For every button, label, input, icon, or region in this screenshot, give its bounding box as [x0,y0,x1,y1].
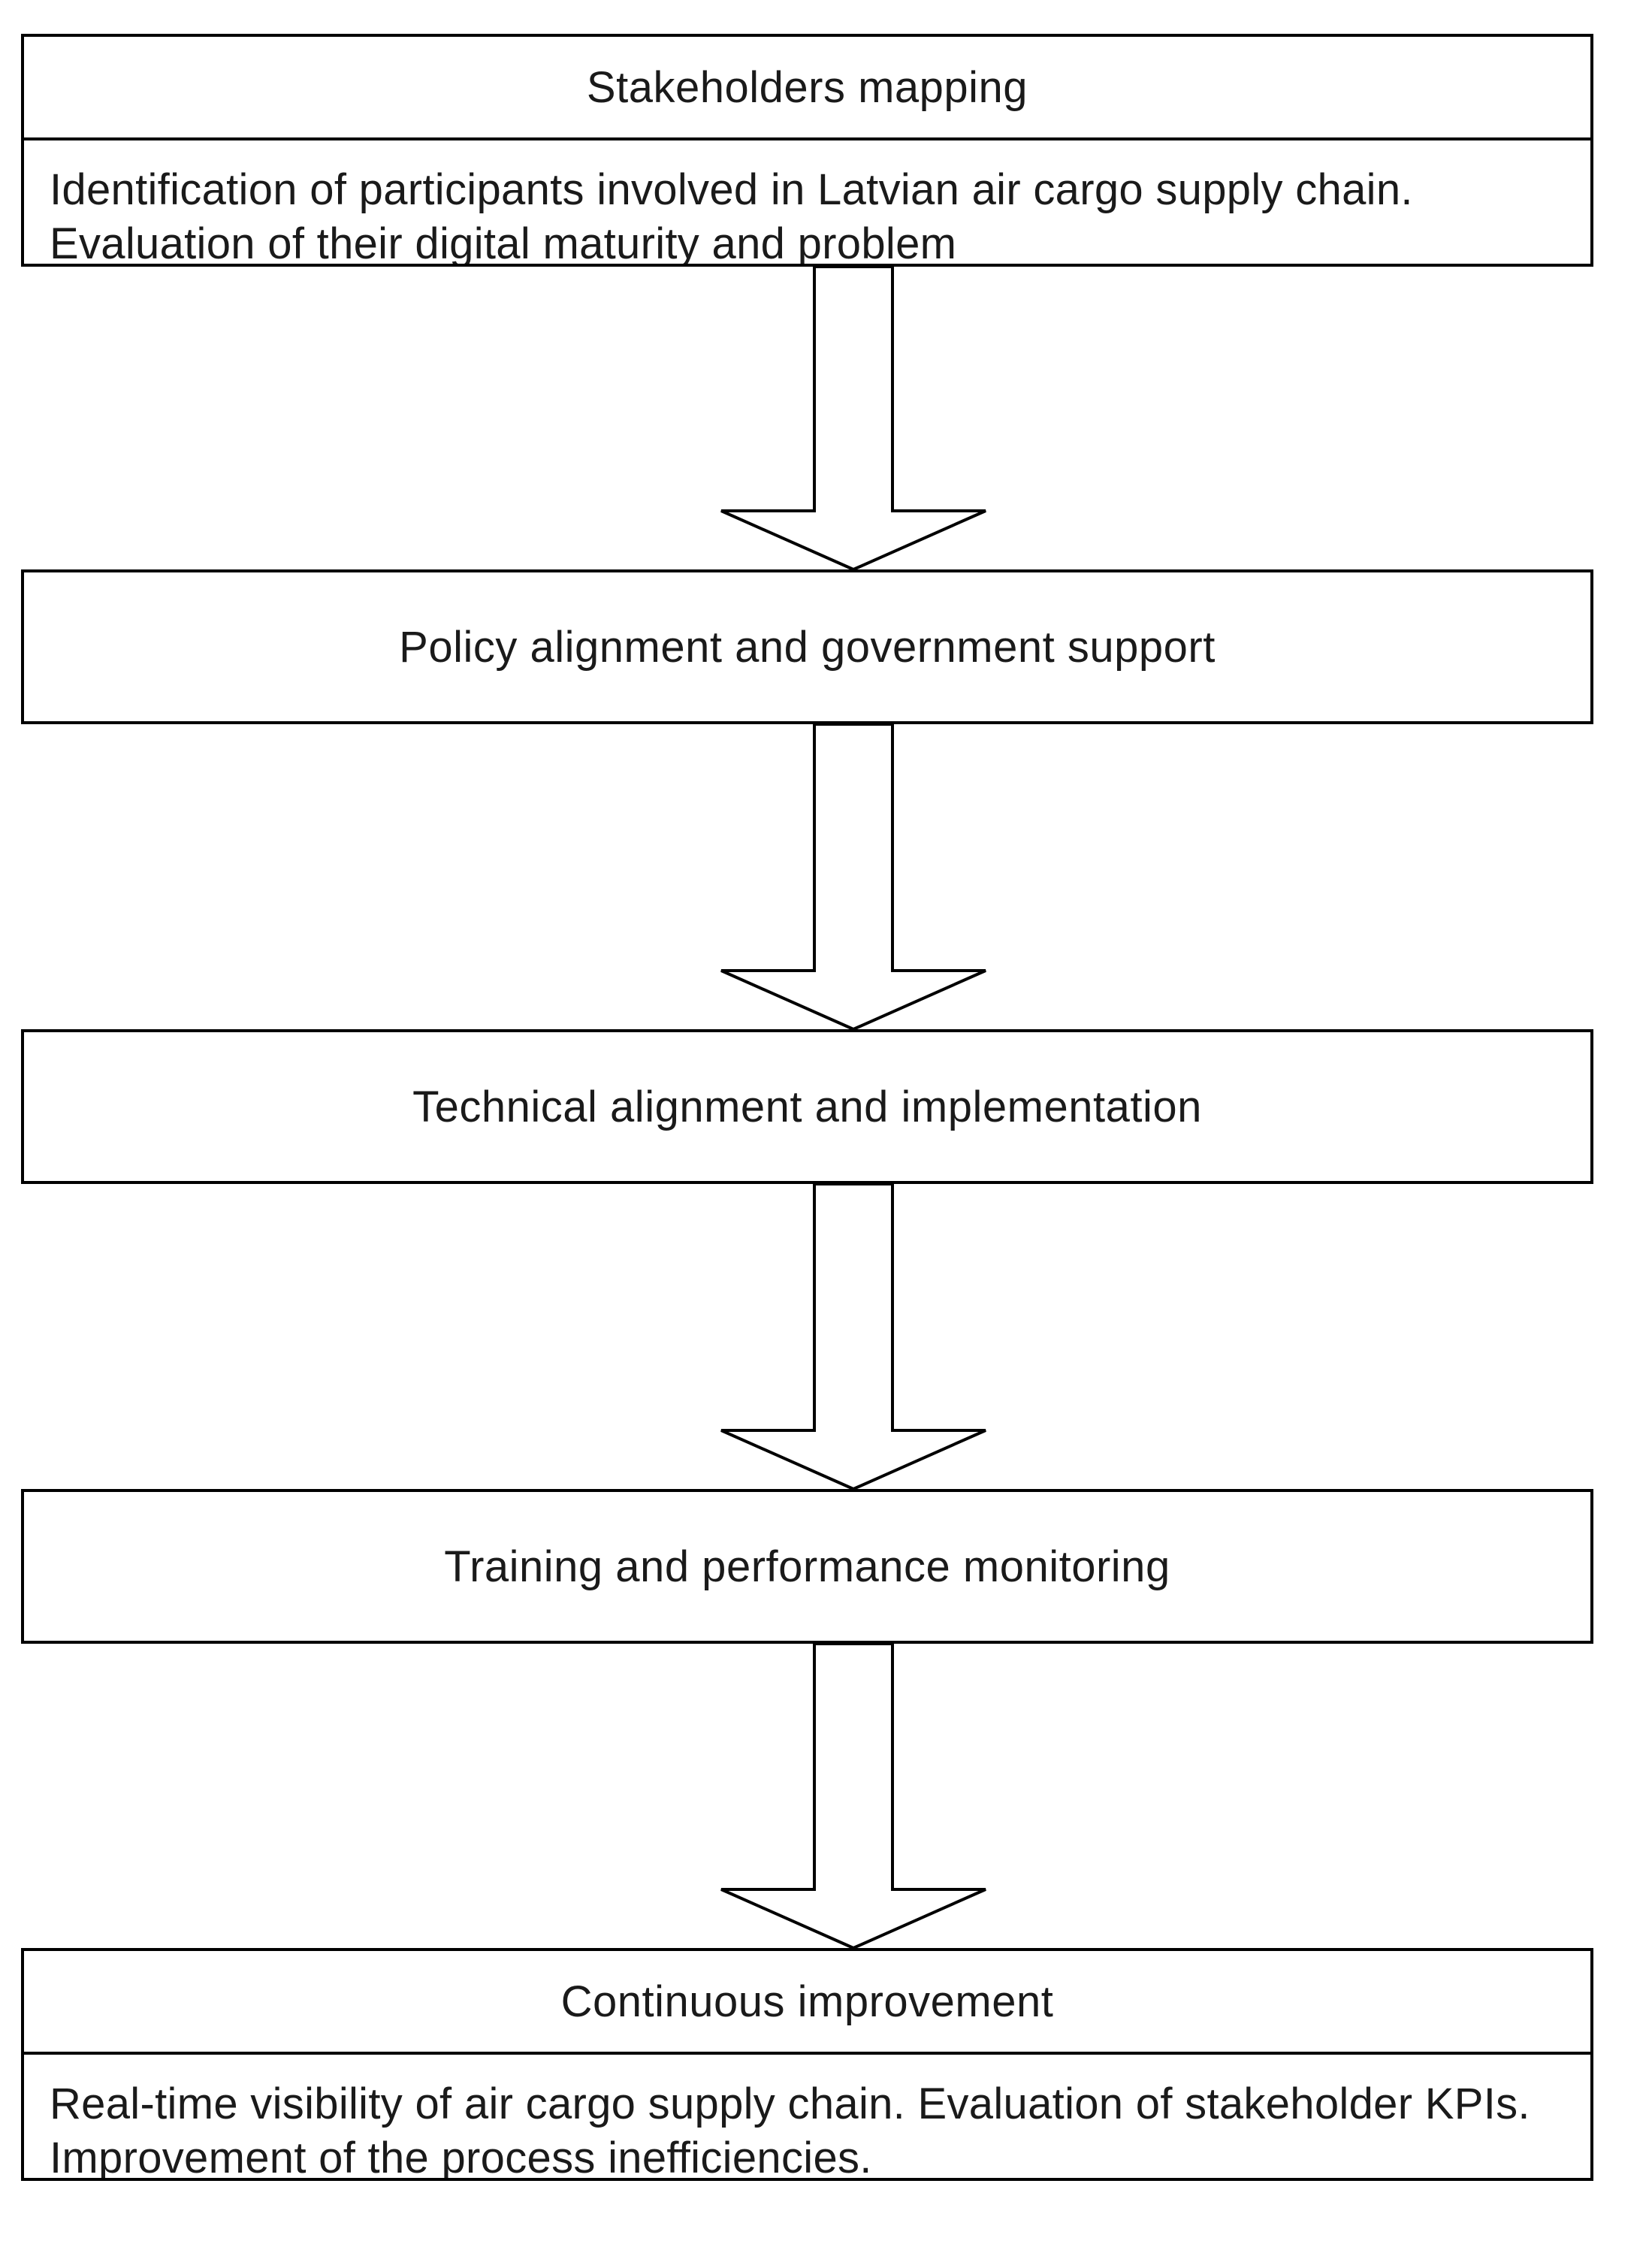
arrow-down-icon [720,1642,986,1950]
step-policy-alignment: Policy alignment and government support [21,569,1593,724]
step-description: Real-time visibility of air cargo supply… [24,2052,1590,2178]
step-training-monitoring: Training and performance monitoring [21,1489,1593,1644]
step-stakeholders-mapping: Stakeholders mapping Identification of p… [21,34,1593,267]
step-title: Continuous improvement [560,1977,1054,2026]
step-technical-alignment: Technical alignment and implementation [21,1029,1593,1184]
arrow-down-icon [720,723,986,1031]
step-continuous-improvement: Continuous improvement Real-time visibil… [21,1948,1593,2181]
arrow-down-icon [720,1182,986,1491]
step-title: Technical alignment and implementation [412,1082,1202,1131]
step-title: Policy alignment and government support [399,622,1216,672]
step-title: Stakeholders mapping [586,62,1028,112]
arrow-down-icon [720,265,986,572]
step-description: Identification of participants involved … [24,137,1590,264]
step-title: Training and performance monitoring [444,1542,1170,1591]
